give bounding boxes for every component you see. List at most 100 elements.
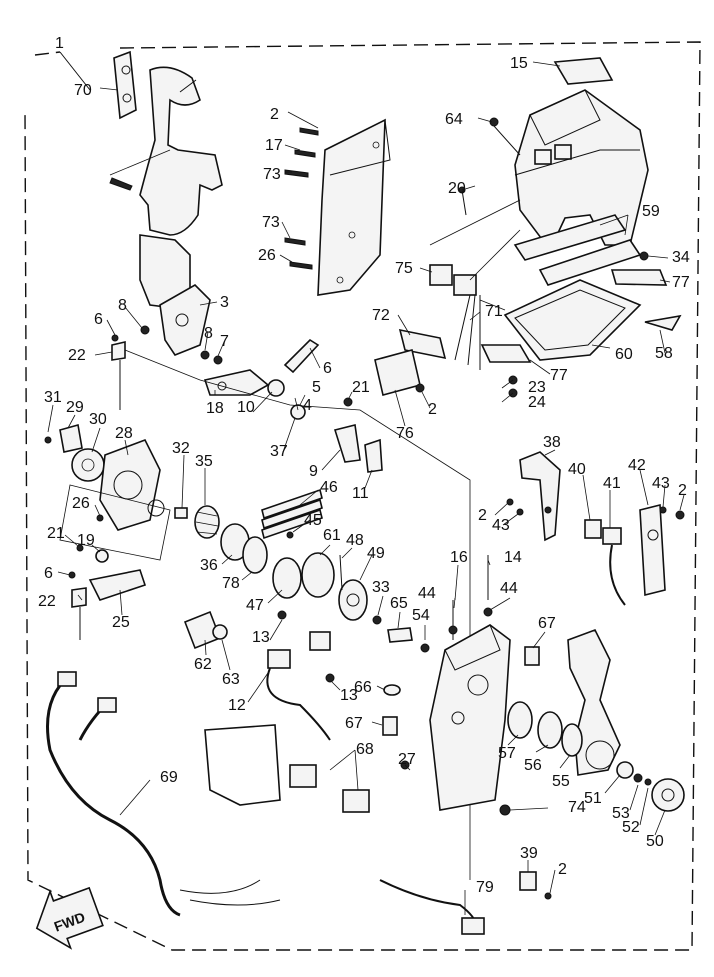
clip-67 <box>382 646 540 736</box>
plate-29 <box>59 423 83 453</box>
callout-30: 30 <box>89 411 107 428</box>
callout-22: 22 <box>68 347 86 364</box>
callout-17: 17 <box>265 137 283 154</box>
washer-53 <box>633 773 643 783</box>
grommet-66 <box>383 684 401 696</box>
callout-19: 19 <box>77 532 95 549</box>
callout-6: 6 <box>94 311 103 328</box>
callout-20: 20 <box>448 180 466 197</box>
callout-10: 10 <box>237 399 255 416</box>
callout-1: 1 <box>55 35 64 52</box>
callout-27: 27 <box>398 751 416 768</box>
washer-61 <box>301 552 335 598</box>
callout-59: 59 <box>642 203 660 220</box>
callout-33: 33 <box>372 579 390 596</box>
connector-68 <box>289 764 370 813</box>
screw-21-left <box>76 544 84 552</box>
callout-13: 13 <box>252 629 270 646</box>
callout-26b: 26 <box>72 495 90 512</box>
washer-7 <box>213 355 223 365</box>
callout-47: 47 <box>246 597 264 614</box>
switch-40 <box>584 519 602 539</box>
callout-7: 7 <box>220 333 229 350</box>
callout-69: 69 <box>160 769 178 786</box>
callout-43: 43 <box>652 475 670 492</box>
gasket-60 <box>503 279 642 361</box>
callout-22b: 22 <box>38 593 56 610</box>
ring-55 <box>561 723 583 757</box>
washer-19 <box>95 549 109 563</box>
callout-56: 56 <box>524 757 542 774</box>
callout-8: 8 <box>118 297 127 314</box>
callout-67b: 67 <box>345 715 363 732</box>
callout-57: 57 <box>498 745 516 762</box>
nut-44-left <box>448 625 458 635</box>
callout-12: 12 <box>228 697 246 714</box>
wire-harness-69 <box>46 671 281 917</box>
cable-41 <box>602 527 626 606</box>
callout-61: 61 <box>323 527 341 544</box>
screw-33 <box>372 615 382 625</box>
callout-labels: 1 70 15 64 2 17 73 20 59 34 77 73 26 75 … <box>38 35 690 896</box>
callout-76: 76 <box>396 425 414 442</box>
callout-44: 44 <box>418 585 436 602</box>
bracket-77-bottom <box>480 344 532 363</box>
ball-45 <box>286 531 294 539</box>
washer-8 <box>140 325 150 335</box>
callout-54: 54 <box>412 607 430 624</box>
callout-31: 31 <box>44 389 62 406</box>
callout-13b: 13 <box>340 687 358 704</box>
pin-22-left <box>71 587 87 640</box>
cam-49 <box>338 579 368 621</box>
callout-46: 46 <box>320 479 338 496</box>
screw-2-right <box>675 510 685 520</box>
bolt-32 <box>174 507 188 519</box>
bolt-20 <box>461 189 467 216</box>
callout-49: 49 <box>367 545 385 562</box>
shaft-5 <box>283 338 320 374</box>
callout-58: 58 <box>655 345 673 362</box>
collar-37 <box>290 404 306 420</box>
screw-left-top <box>109 177 133 191</box>
lever-arm-18 <box>203 369 270 396</box>
callout-16: 16 <box>450 549 468 566</box>
callout-66: 66 <box>354 679 372 696</box>
washer-8b <box>200 350 210 360</box>
callout-78: 78 <box>222 575 240 592</box>
nut-74 <box>499 804 511 816</box>
ring-56 <box>537 711 563 749</box>
shaft-65 <box>387 627 413 643</box>
callout-2b: 2 <box>428 401 437 418</box>
main-housing <box>429 624 511 811</box>
callout-15: 15 <box>510 55 528 72</box>
callout-6b: 6 <box>323 360 332 377</box>
bracket-3 <box>159 284 211 356</box>
callout-37: 37 <box>270 443 288 460</box>
callout-44b: 44 <box>500 580 518 597</box>
ring-78 <box>242 536 268 574</box>
tab-58 <box>644 314 682 331</box>
cover-plate-15 <box>553 57 614 85</box>
callout-4: 4 <box>303 397 312 414</box>
callout-2: 2 <box>270 106 279 123</box>
control-lever-handle <box>139 66 223 311</box>
pin-22 <box>111 340 126 410</box>
lever-38 <box>519 451 561 542</box>
callout-77: 77 <box>672 274 690 291</box>
callout-48: 48 <box>346 532 364 549</box>
callout-63: 63 <box>222 671 240 688</box>
pin-48 <box>339 554 343 591</box>
callout-79: 79 <box>476 879 494 896</box>
clip-39 <box>519 871 537 891</box>
callout-53: 53 <box>612 805 630 822</box>
disc-30 <box>71 448 105 482</box>
callout-28: 28 <box>115 425 133 442</box>
ring-57 <box>507 701 533 739</box>
callout-36: 36 <box>200 557 218 574</box>
callout-71: 71 <box>485 303 503 320</box>
callout-73: 73 <box>263 166 281 183</box>
screw-26-left <box>96 514 104 522</box>
callout-8b: 8 <box>204 325 213 342</box>
plate-76 <box>374 349 421 396</box>
